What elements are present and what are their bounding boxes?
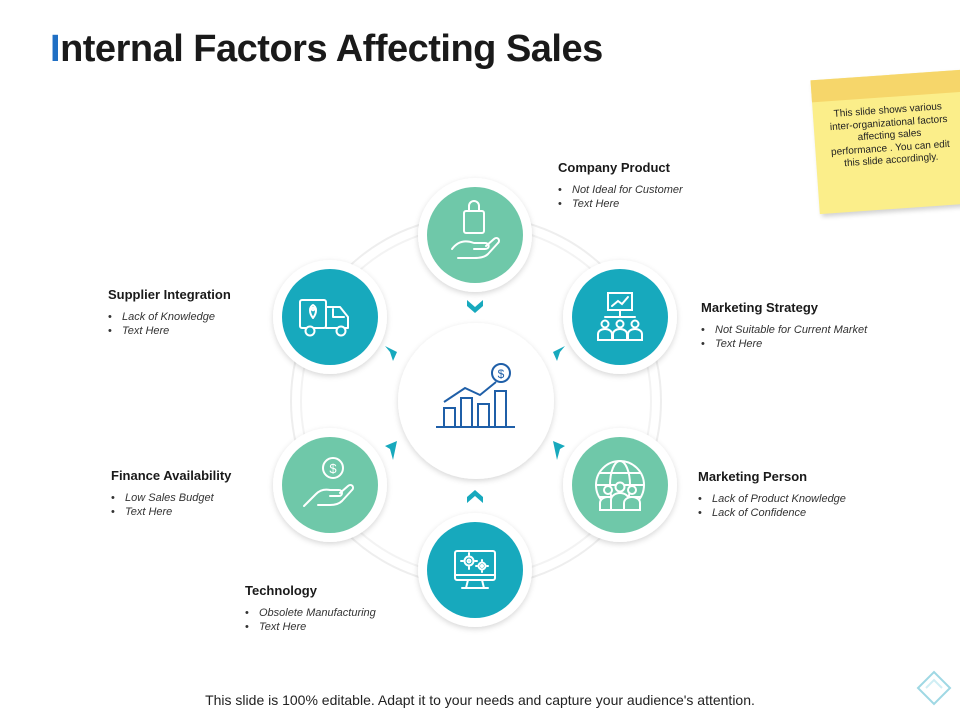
label-finance-availability: Finance Availability Low Sales Budget Te… (111, 468, 231, 519)
factor-bullets: Low Sales Budget Text Here (111, 491, 231, 519)
title-first-letter: I (50, 28, 61, 70)
factor-title: Marketing Person (698, 469, 808, 484)
node-company-product (418, 178, 532, 292)
node-marketing-person (563, 428, 677, 542)
footer-text: This slide is 100% editable. Adapt it to… (205, 692, 755, 708)
chevron-icon-right-lower (385, 441, 397, 460)
globe-people-icon (595, 460, 645, 511)
svg-text:$: $ (329, 461, 337, 476)
shopping-bag-hand-icon (451, 200, 501, 259)
factor-bullets: Obsolete Manufacturing Text Here (245, 606, 376, 634)
factor-bullet: Text Here (111, 505, 231, 519)
label-marketing-strategy: Marketing Strategy Not Suitable for Curr… (701, 300, 867, 351)
factor-bullet: Lack of Confidence (698, 506, 846, 520)
node-supplier-integration (273, 260, 387, 374)
factor-bullet: Text Here (558, 197, 683, 211)
chevron-icon-left-lower (553, 441, 565, 460)
chevron-up-icon (467, 490, 483, 503)
page-title: Internal Factors Affecting Sales (50, 28, 603, 71)
dollar-hand-icon: $ (303, 457, 355, 507)
factor-bullet: Text Here (108, 324, 231, 338)
label-company-product: Company Product Not Ideal for Customer T… (558, 160, 683, 211)
factor-bullet: Text Here (245, 620, 376, 634)
factor-title: Supplier Integration (108, 287, 231, 302)
factor-bullets: Lack of Product Knowledge Lack of Confid… (698, 492, 846, 520)
factor-title: Company Product (558, 160, 670, 175)
node-finance-availability: $ (273, 428, 387, 542)
label-marketing-person: Marketing Person Lack of Product Knowled… (698, 469, 846, 520)
node-technology (418, 513, 532, 627)
delivery-truck-icon (299, 299, 349, 337)
factor-bullet: Lack of Product Knowledge (698, 492, 846, 506)
factor-bullets: Lack of Knowledge Text Here (108, 310, 231, 338)
factor-bullet: Obsolete Manufacturing (245, 606, 376, 620)
factor-bullet: Low Sales Budget (111, 491, 231, 505)
monitor-gears-icon (454, 550, 496, 589)
label-technology: Technology Obsolete Manufacturing Text H… (245, 583, 376, 634)
chevron-icon-right-upper (385, 346, 397, 361)
node-marketing-strategy (563, 260, 677, 374)
factor-title: Finance Availability (111, 468, 232, 483)
center-node: $ (398, 323, 554, 479)
factor-bullet: Lack of Knowledge (108, 310, 231, 324)
factor-title: Marketing Strategy (701, 300, 819, 315)
svg-text:$: $ (498, 367, 505, 381)
factor-bullets: Not Suitable for Current Market Text Her… (701, 323, 867, 351)
growth-chart-dollar-icon: $ (436, 363, 515, 428)
title-rest: nternal Factors Affecting Sales (60, 28, 603, 70)
presentation-team-icon (597, 292, 643, 341)
factor-bullet: Text Here (701, 337, 867, 351)
factor-bullets: Not Ideal for Customer Text Here (558, 183, 683, 211)
label-supplier-integration: Supplier Integration Lack of Knowledge T… (108, 287, 231, 338)
next-slide-icon[interactable] (914, 668, 954, 708)
chevron-icons (385, 300, 565, 503)
factor-title: Technology (245, 583, 317, 598)
factor-bullet: Not Ideal for Customer (558, 183, 683, 197)
chevron-icon-left-upper (553, 346, 565, 361)
chevron-down-icon (467, 300, 483, 313)
factor-bullet: Not Suitable for Current Market (701, 323, 867, 337)
